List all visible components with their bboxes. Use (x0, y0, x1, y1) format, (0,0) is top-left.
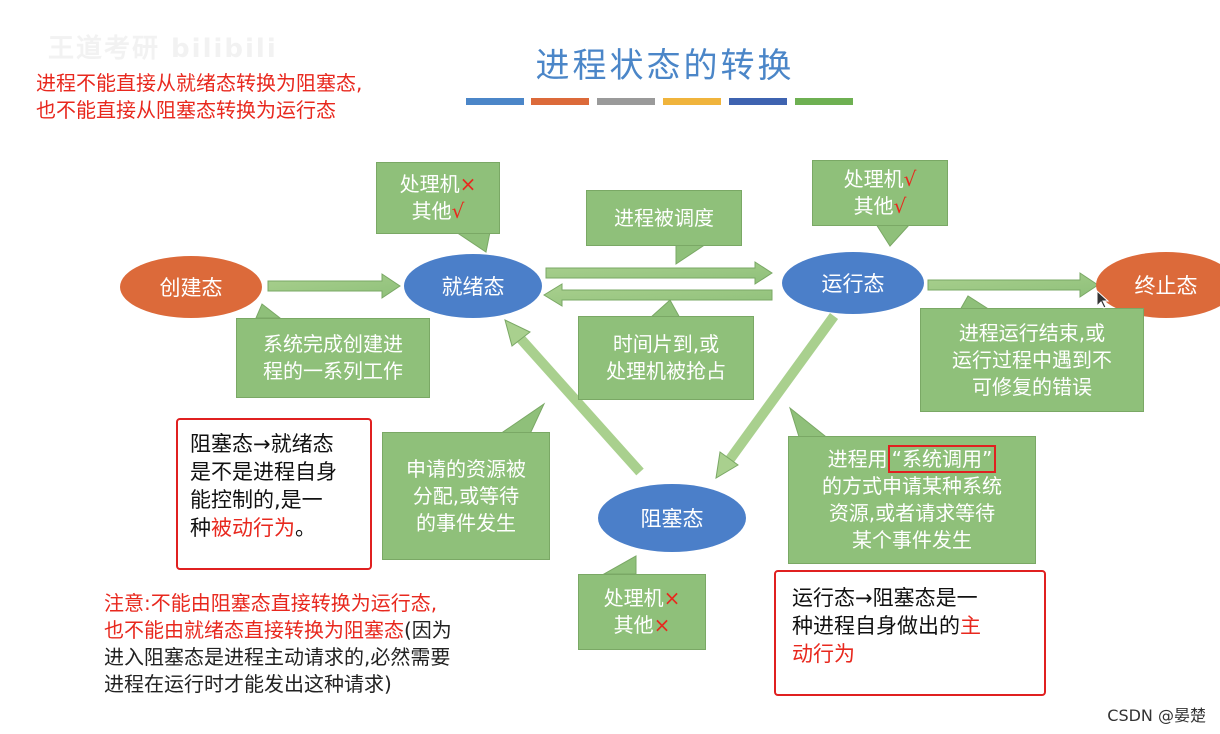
note-line: 进入阻塞态是进程主动请求的,必然需要 (104, 645, 451, 669)
box-running-to-blocked: 运行态→阻塞态是一 种进程自身做出的主 动行为 (774, 570, 1046, 696)
top-note-line-2: 也不能直接从阻塞态转换为运行态 (36, 98, 336, 122)
callout-text: 的事件发生 (416, 510, 516, 535)
color-bar-segment (729, 98, 787, 105)
callout-text: 处理机被抢占 (606, 359, 726, 383)
callout-line: 其他× (579, 612, 705, 639)
state-running: 运行态 (782, 252, 924, 314)
state-terminated: 终止态 (1096, 252, 1220, 318)
box-text: 种进程自身做出的 (792, 614, 960, 638)
callout-create-done: 系统完成创建进 程的一系列工作 (236, 318, 430, 398)
box-highlight: 被动行为 (211, 516, 295, 540)
callout-line: 处理机× (579, 585, 705, 612)
callout-time-slice: 时间片到,或 处理机被抢占 (578, 316, 754, 400)
callout-pointer (255, 303, 282, 319)
box-text: 种 (190, 516, 211, 540)
callout-line: 处理机√ (813, 166, 947, 193)
callout-line: 其他√ (813, 193, 947, 220)
callout-text: 资源,或者请求等待 (828, 501, 996, 525)
arrow-blocked-to-ready-head (504, 319, 531, 347)
callout-resource-allocated: 申请的资源被 分配,或等待 的事件发生 (382, 432, 550, 560)
callout-terminate-reason: 进程运行结束,或 运行过程中遇到不 可修复的错误 (920, 308, 1144, 412)
callout-ready-resources: 处理机× 其他√ (376, 162, 500, 234)
syscall-highlight: “系统调用” (887, 445, 997, 473)
mouse-cursor-icon (1096, 290, 1110, 309)
callout-text: 运行过程中遇到不 (952, 347, 1112, 372)
callout-text: 处理机 (603, 586, 664, 610)
callout-line: 其他√ (377, 198, 499, 225)
box-line: 能控制的,是一 (190, 488, 323, 512)
note-line: 也不能由就绪态直接转换为阻塞态(因为 (104, 617, 564, 644)
callout-text: 可修复的错误 (972, 374, 1092, 399)
callout-text: 时间片到,或 (612, 332, 720, 356)
box-line: 种进程自身做出的主 (792, 612, 1028, 640)
arrow-running-to-ready (543, 283, 773, 307)
state-create: 创建态 (120, 256, 262, 318)
callout-pointer (875, 223, 912, 247)
credit-text: CSDN @晏楚 (1107, 706, 1206, 725)
callout-text: 系统完成创建进 (263, 332, 403, 356)
callout-text: 程的一系列工作 (263, 359, 403, 383)
cross-mark-icon: × (459, 172, 477, 196)
callout-pointer (675, 243, 708, 265)
cross-mark-icon: × (663, 586, 681, 610)
arrow-running-to-blocked-shaft (723, 313, 839, 465)
callout-text: 进程被调度 (614, 205, 714, 230)
callout-text: 某个事件发生 (852, 528, 972, 552)
box-line: 动行为 (792, 642, 855, 666)
callout-pointer (454, 231, 491, 253)
box-highlight: 主 (960, 614, 981, 638)
state-ready: 就绪态 (404, 254, 542, 318)
state-blocked: 阻塞态 (598, 484, 746, 552)
watermark-text: 王道考研 bilibili (48, 34, 278, 64)
arrow-running-to-blocked-head (715, 451, 739, 479)
color-bar-segment (663, 98, 721, 105)
note-line: 注意:不能由阻塞态直接转换为运行态, (104, 591, 438, 615)
callout-text: 申请的资源被 (406, 456, 526, 481)
top-note-line-1: 进程不能直接从就绪态转换为阻塞态, (36, 71, 363, 95)
callout-text: 进程运行结束,或 (958, 320, 1106, 345)
check-mark-icon: √ (903, 167, 917, 191)
arrow-running-to-terminated (927, 272, 1099, 298)
callout-text: 进程用 (827, 447, 888, 471)
box-line: 是不是进程自身 (190, 460, 337, 484)
callout-text: 分配,或等待 (412, 483, 520, 508)
callout-text: 处理机 (843, 167, 904, 191)
top-note: 进程不能直接从就绪态转换为阻塞态, 也不能直接从阻塞态转换为运行态 (36, 70, 362, 124)
note-text: (因为 (404, 618, 452, 642)
box-line: 运行态→阻塞态是一 (792, 586, 978, 610)
callout-line: 处理机× (377, 171, 499, 198)
page-title: 进程状态的转换 (535, 46, 795, 86)
color-bar-segment (466, 98, 524, 105)
cross-mark-icon: × (653, 613, 671, 637)
color-bar-segment (531, 98, 589, 105)
bottom-note: 注意:不能由阻塞态直接转换为运行态, 也不能由就绪态直接转换为阻塞态(因为 进入… (104, 590, 564, 698)
callout-pointer (498, 402, 546, 435)
callout-text: 其他 (853, 194, 894, 218)
check-mark-icon: √ (451, 199, 465, 223)
arrow-create-to-ready (267, 273, 401, 299)
arrow-ready-to-running (545, 261, 773, 285)
callout-text: 其他 (411, 199, 452, 223)
box-blocked-to-ready: 阻塞态→就绪态 是不是进程自身 能控制的,是一 种被动行为。 (176, 418, 372, 570)
note-text: 也不能由就绪态直接转换为阻塞态 (104, 618, 404, 642)
callout-syscall: 进程用“系统调用” 的方式申请某种系统 资源,或者请求等待 某个事件发生 (788, 436, 1036, 564)
box-line: 种被动行为。 (190, 514, 358, 542)
callout-text: 处理机 (399, 172, 460, 196)
callout-scheduled: 进程被调度 (586, 190, 742, 246)
arrow-blocked-to-ready-shaft (516, 334, 644, 476)
callout-running-resources: 处理机√ 其他√ (812, 160, 948, 226)
note-line: 进程在运行时才能发出这种请求) (104, 672, 392, 696)
color-bar-segment (795, 98, 853, 105)
callout-line: 进程用“系统调用” (789, 445, 1035, 473)
box-text: 。 (295, 516, 316, 540)
color-bar-segment (597, 98, 655, 105)
callout-text: 的方式申请某种系统 (822, 474, 1002, 498)
callout-text: 其他 (613, 613, 654, 637)
box-line: 阻塞态→就绪态 (190, 432, 334, 456)
callout-blocked-resources: 处理机× 其他× (578, 574, 706, 650)
check-mark-icon: √ (893, 194, 907, 218)
callout-pointer (602, 555, 637, 575)
